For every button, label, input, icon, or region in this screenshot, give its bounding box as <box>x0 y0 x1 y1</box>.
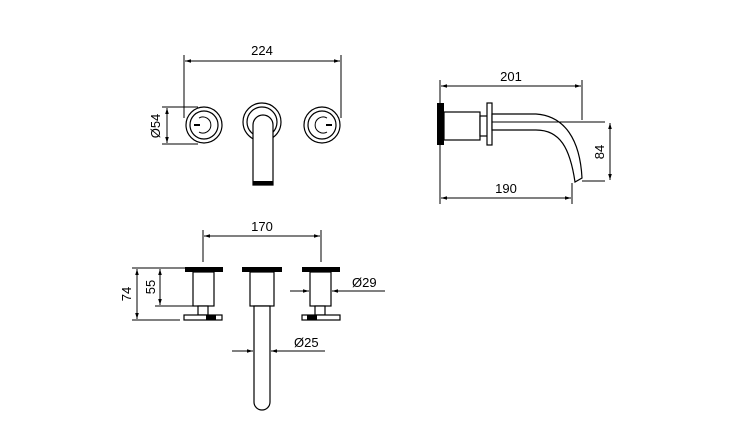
handle-depth-dimension-label: 55 <box>143 280 158 294</box>
handle-dia-label: Ø29 <box>352 275 377 290</box>
left-handle-top <box>183 267 223 321</box>
spout-front <box>242 102 282 186</box>
front-view: 224 Ø54 <box>148 43 342 186</box>
rosette-dimension-label: Ø54 <box>148 114 163 139</box>
top-view: 170 74 55 Ø29 <box>119 219 385 411</box>
spout-side <box>491 113 583 183</box>
right-handle-front <box>303 106 341 144</box>
right-handle-top <box>301 267 341 321</box>
spout-top <box>242 267 282 411</box>
left-handle-front <box>185 106 223 144</box>
wall-plate <box>437 103 444 145</box>
total-depth-dimension-label: 74 <box>119 287 134 301</box>
reach-dimension-label: 190 <box>495 181 517 196</box>
spacing-dimension-label: 170 <box>251 219 273 234</box>
height-dimension-label: 84 <box>592 145 607 159</box>
side-view: 201 84 190 <box>437 69 612 204</box>
width-dimension-label: 224 <box>251 43 273 58</box>
projection-dimension-label: 201 <box>500 69 522 84</box>
spout-dia-label: Ø25 <box>294 335 319 350</box>
